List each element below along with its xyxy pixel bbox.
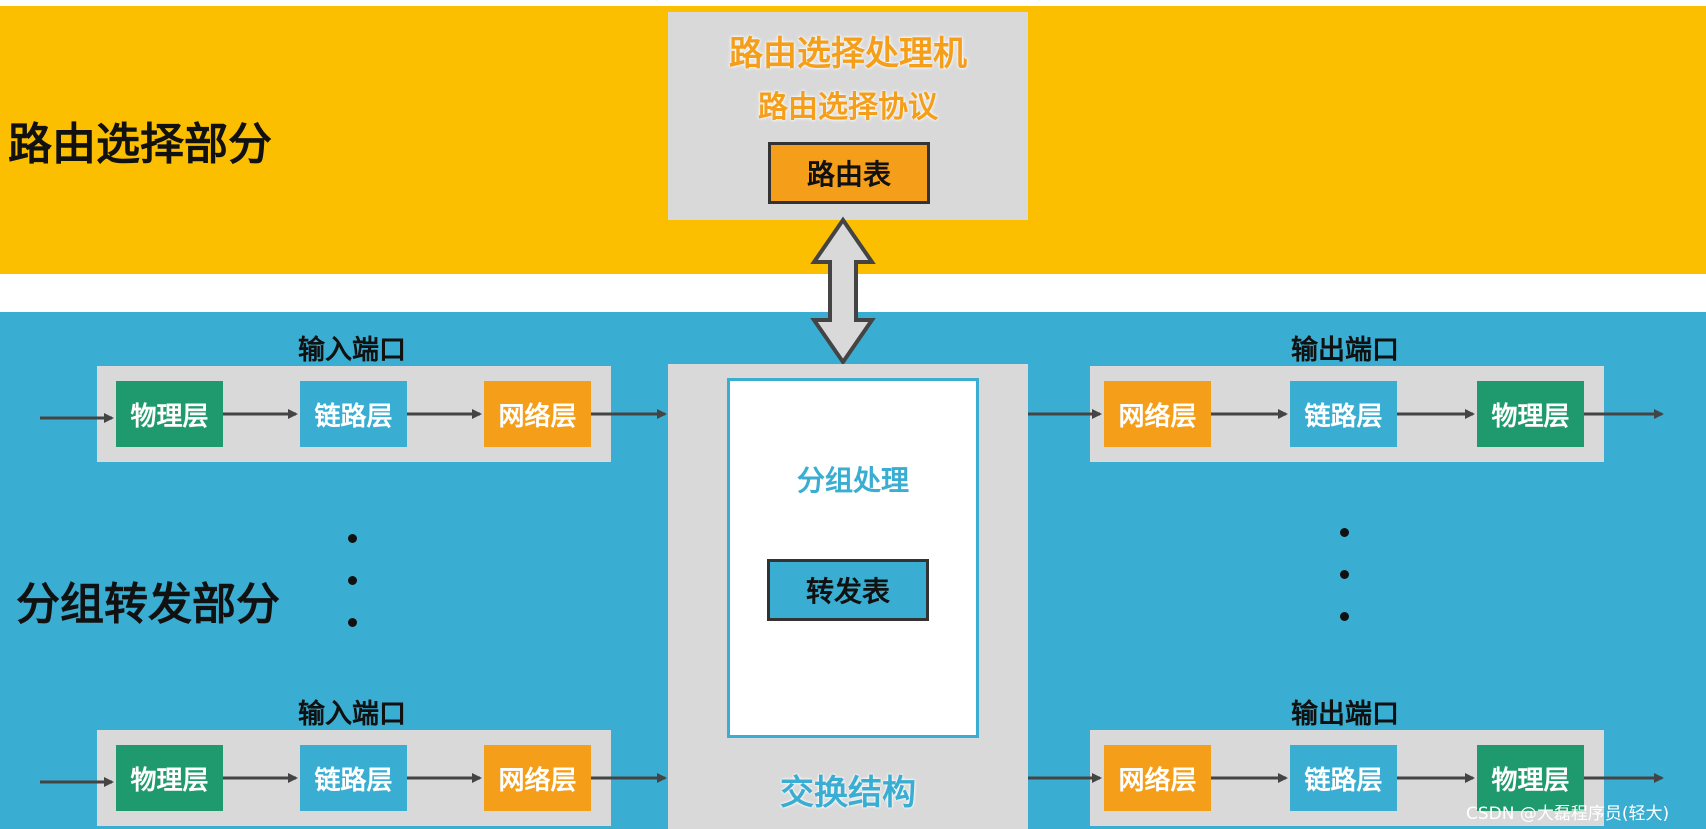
ellipsis-dot bbox=[1340, 612, 1349, 621]
double-arrow-icon bbox=[810, 216, 876, 366]
link-layer-box: 链路层 bbox=[300, 745, 407, 811]
routing-protocol-title: 路由选择协议 bbox=[758, 90, 938, 125]
ellipsis-dot bbox=[1340, 570, 1349, 579]
input-port-box: 物理层 链路层 网络层 bbox=[97, 366, 611, 462]
link-layer-box: 链路层 bbox=[300, 381, 407, 447]
physical-layer-box: 物理层 bbox=[116, 381, 223, 447]
input-port-label: 输入端口 bbox=[298, 699, 406, 730]
link-layer-box: 链路层 bbox=[1290, 745, 1397, 811]
packet-processing-box: 分组处理 转发表 bbox=[727, 378, 979, 738]
input-port-label: 输入端口 bbox=[298, 335, 406, 366]
physical-layer-box: 物理层 bbox=[116, 745, 223, 811]
input-port-box: 物理层 链路层 网络层 bbox=[97, 730, 611, 826]
routing-section-title: 路由选择部分 bbox=[8, 119, 272, 170]
ellipsis-dot bbox=[348, 618, 357, 627]
link-layer-box: 链路层 bbox=[1290, 381, 1397, 447]
network-layer-box: 网络层 bbox=[1104, 745, 1211, 811]
physical-layer-box: 物理层 bbox=[1477, 745, 1584, 811]
packet-processing-label: 分组处理 bbox=[796, 464, 909, 497]
csdn-watermark: CSDN @大磊程序员(轻大) bbox=[1466, 804, 1670, 824]
output-port-box: 网络层 链路层 物理层 bbox=[1090, 730, 1604, 826]
switch-fabric-label: 交换结构 bbox=[780, 773, 916, 813]
ellipsis-dot bbox=[348, 534, 357, 543]
ellipsis-dot bbox=[348, 576, 357, 585]
network-layer-box: 网络层 bbox=[1104, 381, 1211, 447]
forwarding-table-box: 转发表 bbox=[767, 559, 929, 621]
network-layer-box: 网络层 bbox=[484, 745, 591, 811]
output-port-label: 输出端口 bbox=[1291, 335, 1399, 366]
routing-table-box: 路由表 bbox=[768, 142, 930, 204]
output-port-label: 输出端口 bbox=[1291, 699, 1399, 730]
ellipsis-dot bbox=[1340, 528, 1349, 537]
physical-layer-box: 物理层 bbox=[1477, 381, 1584, 447]
forwarding-section-title: 分组转发部分 bbox=[16, 579, 280, 630]
routing-processor-title: 路由选择处理机 bbox=[729, 34, 967, 74]
output-port-box: 网络层 链路层 物理层 bbox=[1090, 366, 1604, 462]
routing-processor-box: 路由选择处理机 路由选择协议 路由表 bbox=[668, 12, 1028, 220]
network-layer-box: 网络层 bbox=[484, 381, 591, 447]
